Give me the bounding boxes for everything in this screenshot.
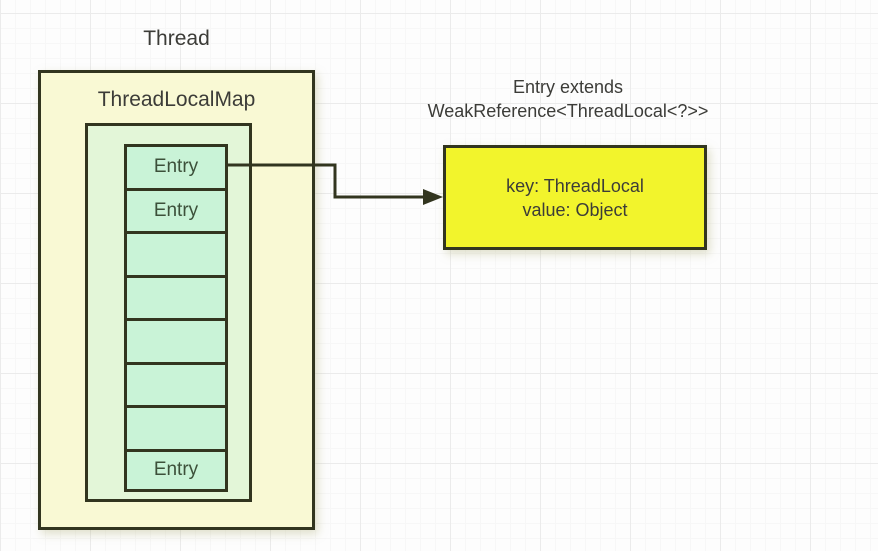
entry-cell <box>124 361 228 405</box>
entry-key-text: key: ThreadLocal <box>506 175 644 196</box>
entry-cell <box>124 231 228 275</box>
entry-cell: Entry <box>124 187 228 231</box>
entry-detail-box: key: ThreadLocal value: Object <box>443 145 707 250</box>
entry-note: Entry extends WeakReference<ThreadLocal<… <box>398 75 738 123</box>
threadlocalmap-title: ThreadLocalMap <box>97 88 256 111</box>
entry-cell: Entry <box>124 448 228 492</box>
entry-cell <box>124 274 228 318</box>
entry-value-text: value: Object <box>522 199 628 220</box>
entry-cell <box>124 318 228 362</box>
entry-cell <box>124 405 228 449</box>
entry-note-line2: WeakReference<ThreadLocal<?>> <box>427 101 709 121</box>
arrow-head-icon <box>423 189 443 205</box>
entry-note-line1: Entry extends <box>512 77 624 97</box>
entry-cell: Entry <box>124 144 228 188</box>
thread-title: Thread <box>143 27 210 50</box>
